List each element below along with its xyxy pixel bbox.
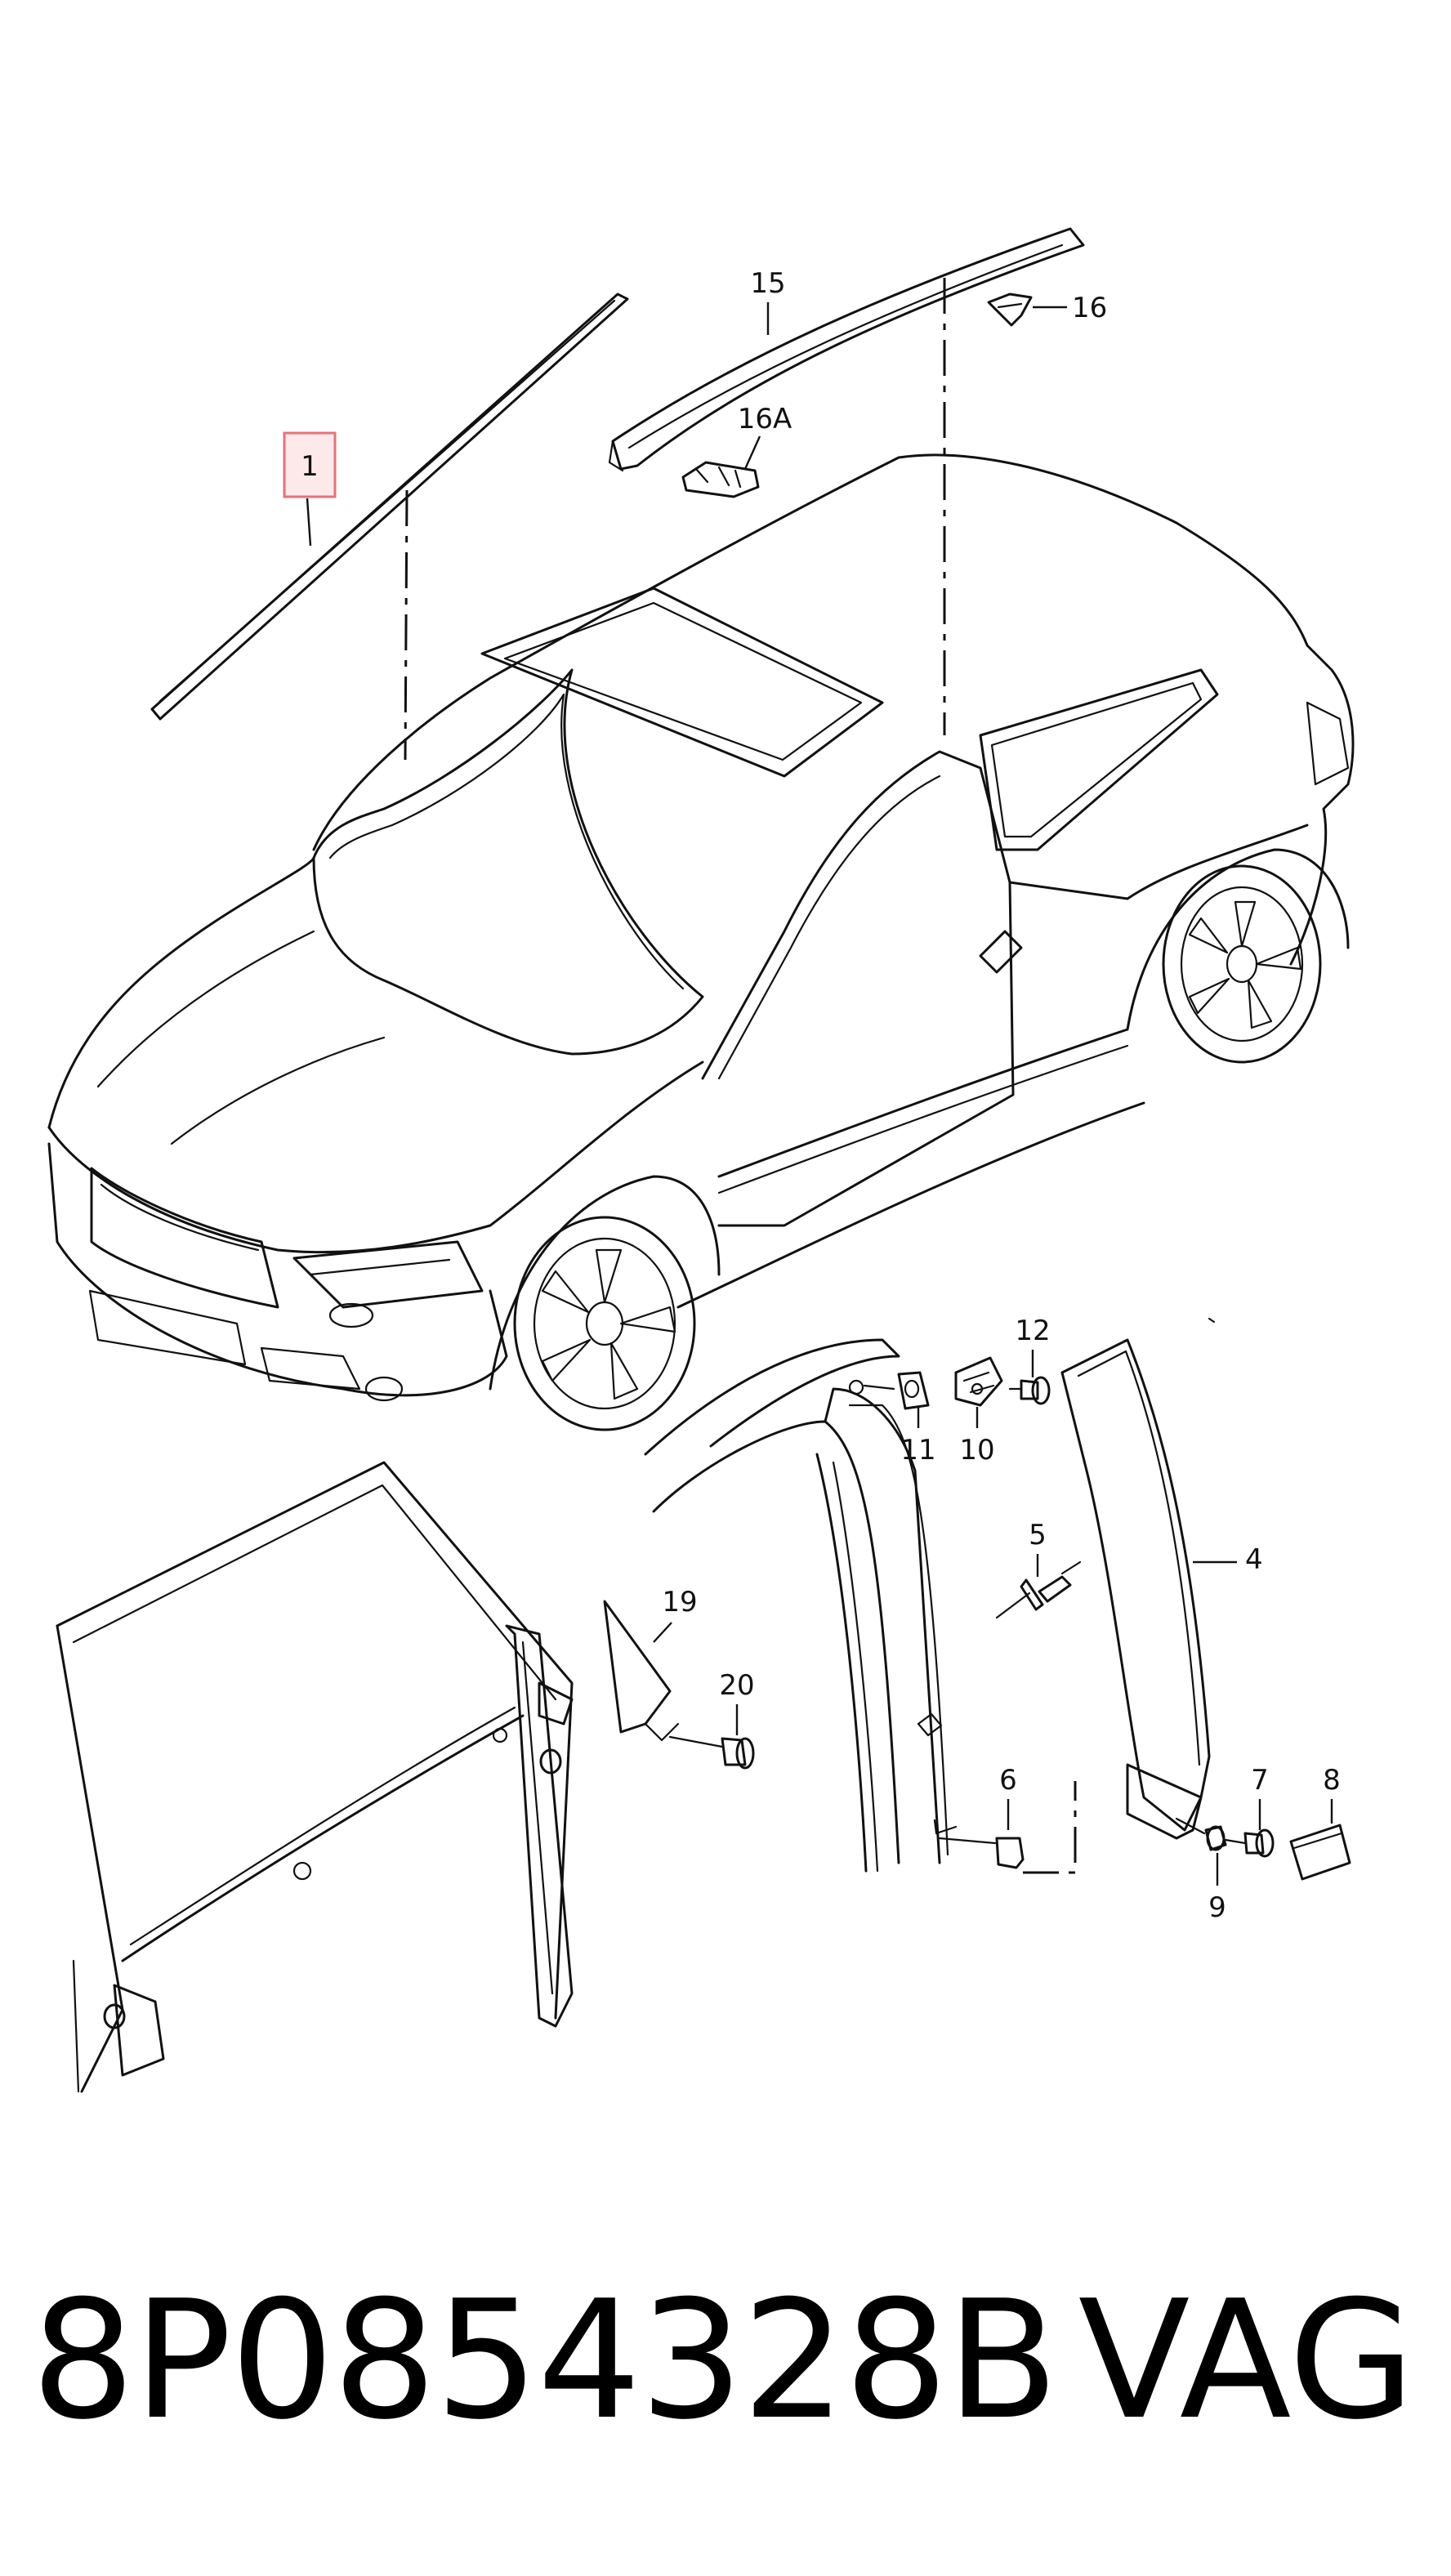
stray-mark [1208,1317,1216,1324]
screw-part-7[interactable] [1224,1828,1275,1858]
part-number: 8P0854328B [31,2266,1059,2456]
callout-12: 12 [1015,1315,1050,1347]
roof-rail-part-15[interactable] [608,227,1085,472]
corner-trim-part-19[interactable] [603,1600,680,1742]
callout-7: 7 [1251,1764,1269,1797]
callout-11: 11 [900,1434,935,1467]
callout-9: 9 [1208,1891,1226,1924]
screw-part-20[interactable] [668,1735,755,1770]
cap-part-8[interactable] [1289,1824,1351,1881]
callout-1-highlighted[interactable]: 1 [283,431,337,547]
callout-5: 5 [1029,1519,1047,1551]
clip-part-10[interactable] [954,1356,1003,1407]
callout-10: 10 [959,1434,994,1467]
car-body-illustration [47,453,1355,1431]
callout-1-label: 1 [301,450,319,483]
pillar-trim-part-4[interactable] [1060,1338,1211,1840]
body-pillar-illustration [644,1338,958,1873]
leader-dashed-1 [404,489,409,761]
washer-part-9[interactable] [1175,1817,1227,1851]
leader-19 [653,1622,672,1643]
push-pin-part-5[interactable] [995,1560,1082,1619]
clip-part-16a[interactable] [681,461,760,498]
brand-label: VAG [1078,2266,1415,2456]
callout-20: 20 [719,1669,754,1702]
callout-19: 19 [662,1586,697,1618]
callout-6: 6 [999,1764,1017,1797]
leader-16a [743,435,761,470]
callout-8: 8 [1323,1764,1341,1797]
callout-16: 16 [1072,292,1107,324]
screw-part-12[interactable] [1008,1376,1051,1405]
leader-dashed-6 [1023,1781,1077,1874]
clip-part-6[interactable] [938,1837,1025,1869]
clip-part-11[interactable] [848,1371,930,1410]
callout-16a: 16A [738,403,792,435]
door-frame-illustration [56,1461,574,2093]
clip-part-16[interactable] [987,292,1033,327]
callout-4: 4 [1245,1543,1263,1576]
roof-trim-strip-part-1[interactable] [150,292,629,721]
callout-15: 15 [750,267,785,300]
